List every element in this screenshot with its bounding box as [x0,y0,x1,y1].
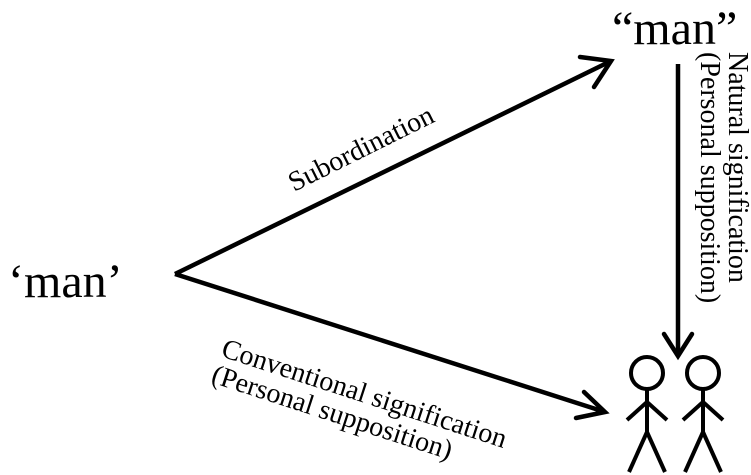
mental-word-label: “man” [612,2,737,55]
stick-figure-right-icon [681,355,725,473]
two-stick-figures-icon [625,355,725,473]
stick-figure-left-icon [625,355,669,473]
subordination-arrowhead [577,54,615,90]
conventional-signification-arrowhead [573,389,610,421]
natural-signification-arrowhead [661,331,695,361]
natural-signification-label: Natural signification [722,52,751,283]
natural-signification-sublabel: (Personal supposition) [694,52,725,303]
natural-signification-arrow [661,64,695,361]
spoken-word-label: ‘man’ [8,255,123,308]
subordination-arrow [174,54,615,277]
conventional-signification-arrow [174,271,610,421]
